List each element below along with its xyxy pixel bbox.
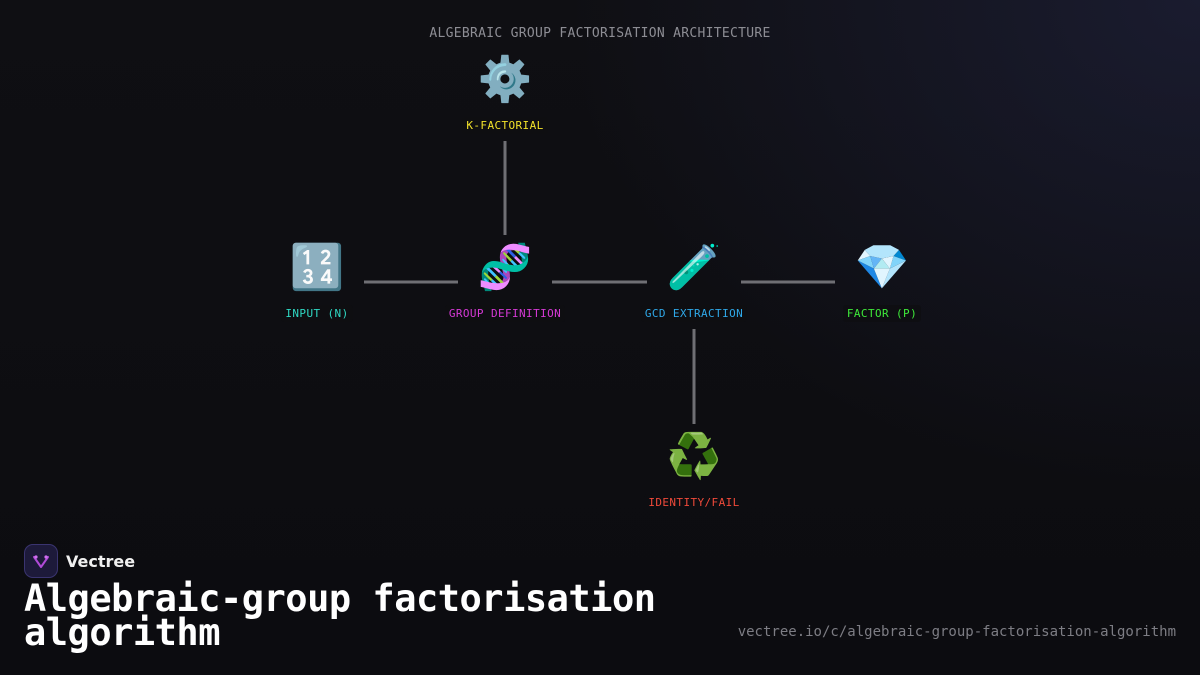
node-label: GCD EXTRACTION [640,305,748,322]
gem-icon: 💎 [854,242,910,293]
node-gcd-extraction: 🧪 GCD EXTRACTION [614,243,774,322]
page-url: vectree.io/c/algebraic-group-factorisati… [737,624,1176,640]
test-tube-icon: 🧪 [666,242,722,293]
node-factor: 💎 FACTOR (P) [802,243,962,322]
node-label: INPUT (N) [281,305,353,322]
brand: Vectree [24,544,135,578]
node-label: FACTOR (P) [842,305,922,322]
recycle-icon: ♻️ [666,431,722,482]
node-identity-fail: ♻️ IDENTITY/FAIL [614,432,774,511]
numbers-icon: 🔢 [289,242,345,293]
node-input: 🔢 INPUT (N) [237,243,397,322]
vectree-logo-icon [24,544,58,578]
brand-name: Vectree [66,551,136,571]
node-label: GROUP DEFINITION [444,305,566,322]
page-title: Algebraic-group factorisation algorithm [24,577,656,654]
diagram-title: ALGEBRAIC GROUP FACTORISATION ARCHITECTU… [429,26,771,41]
node-label: K-FACTORIAL [462,117,548,134]
node-label: IDENTITY/FAIL [644,494,744,511]
dna-icon: 🧬 [477,242,533,293]
node-group-definition: 🧬 GROUP DEFINITION [425,243,585,322]
node-k-factorial: ⚙️ K-FACTORIAL [425,55,585,134]
gear-icon: ⚙️ [477,54,533,105]
